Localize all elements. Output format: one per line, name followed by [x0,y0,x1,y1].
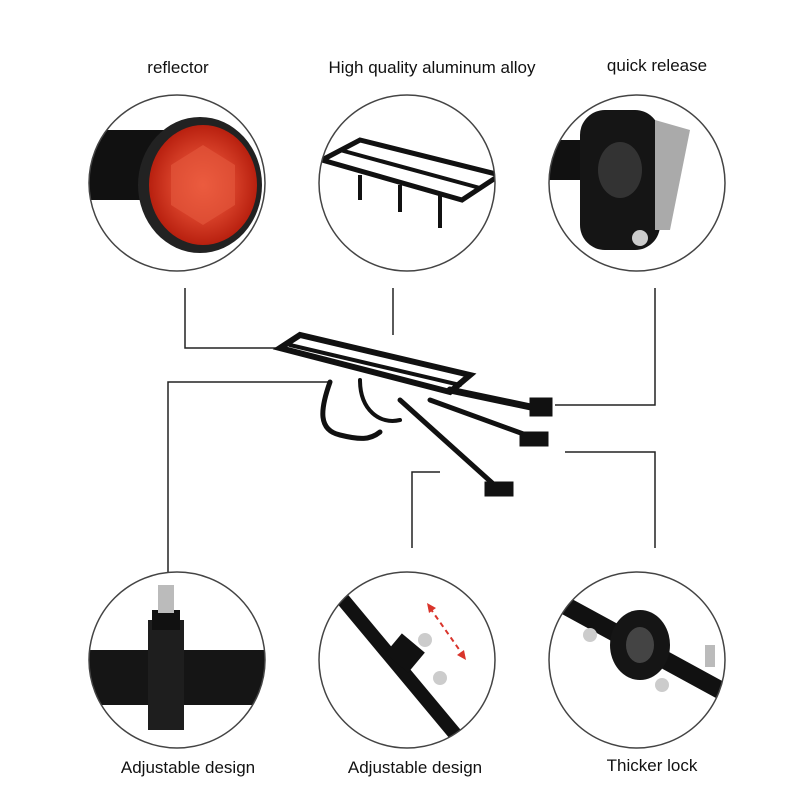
label-adjustable-design-2: Adjustable design [347,758,483,777]
label-thicker-lock: Thicker lock [606,756,698,775]
adjustable-bolt-image [89,572,265,748]
circle-adjustable-design-2 [318,571,496,749]
bike-rack-image [272,331,553,497]
quick-release-image [549,95,725,271]
label-reflector: reflector [147,58,209,77]
circle-quick-release [548,94,726,272]
thicker-lock-image [549,572,725,748]
circle-adjustable-design-1 [88,571,266,749]
circle-reflector [88,94,266,272]
reflector-image [89,95,265,271]
adjustable-strut-image [319,572,495,748]
circle-aluminum-alloy [318,94,496,272]
label-aluminum-alloy: High quality aluminum alloy [328,58,536,77]
label-quick-release: quick release [606,56,708,75]
aluminum-rack-image [319,95,495,271]
circle-thicker-lock [548,571,726,749]
connector-lines [167,288,656,575]
label-adjustable-design-1: Adjustable design [120,758,256,777]
